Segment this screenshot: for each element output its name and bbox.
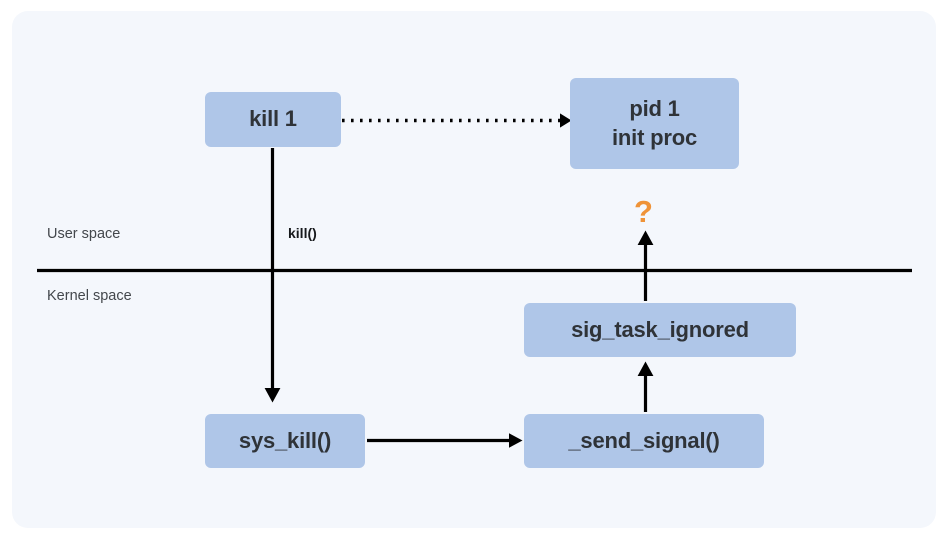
node-sig-task-ignored-label: sig_task_ignored (571, 316, 749, 342)
node-sig-task-ignored[interactable]: sig_task_ignored (524, 303, 796, 357)
node-sys-kill-label: sys_kill() (238, 427, 332, 453)
node-send-signal[interactable]: _send_signal() (524, 414, 764, 468)
node-kill-1[interactable]: kill 1 (205, 92, 341, 147)
node-pid-1-init-proc[interactable]: pid 1 init proc (570, 78, 739, 169)
node-sys-kill[interactable]: sys_kill() (205, 414, 365, 468)
node-pid-1-label-line2: init proc (612, 124, 697, 150)
label-kernel-space: Kernel space (47, 288, 132, 304)
node-kill-1-label: kill 1 (249, 106, 297, 132)
edge-label-kill-syscall: kill() (288, 225, 317, 241)
node-pid-1-label-line1: pid 1 (629, 96, 680, 122)
diagram-canvas (12, 11, 936, 528)
node-send-signal-label: _send_signal() (568, 427, 720, 453)
label-user-space: User space (47, 226, 121, 242)
question-mark-annotation: ? (634, 194, 653, 229)
